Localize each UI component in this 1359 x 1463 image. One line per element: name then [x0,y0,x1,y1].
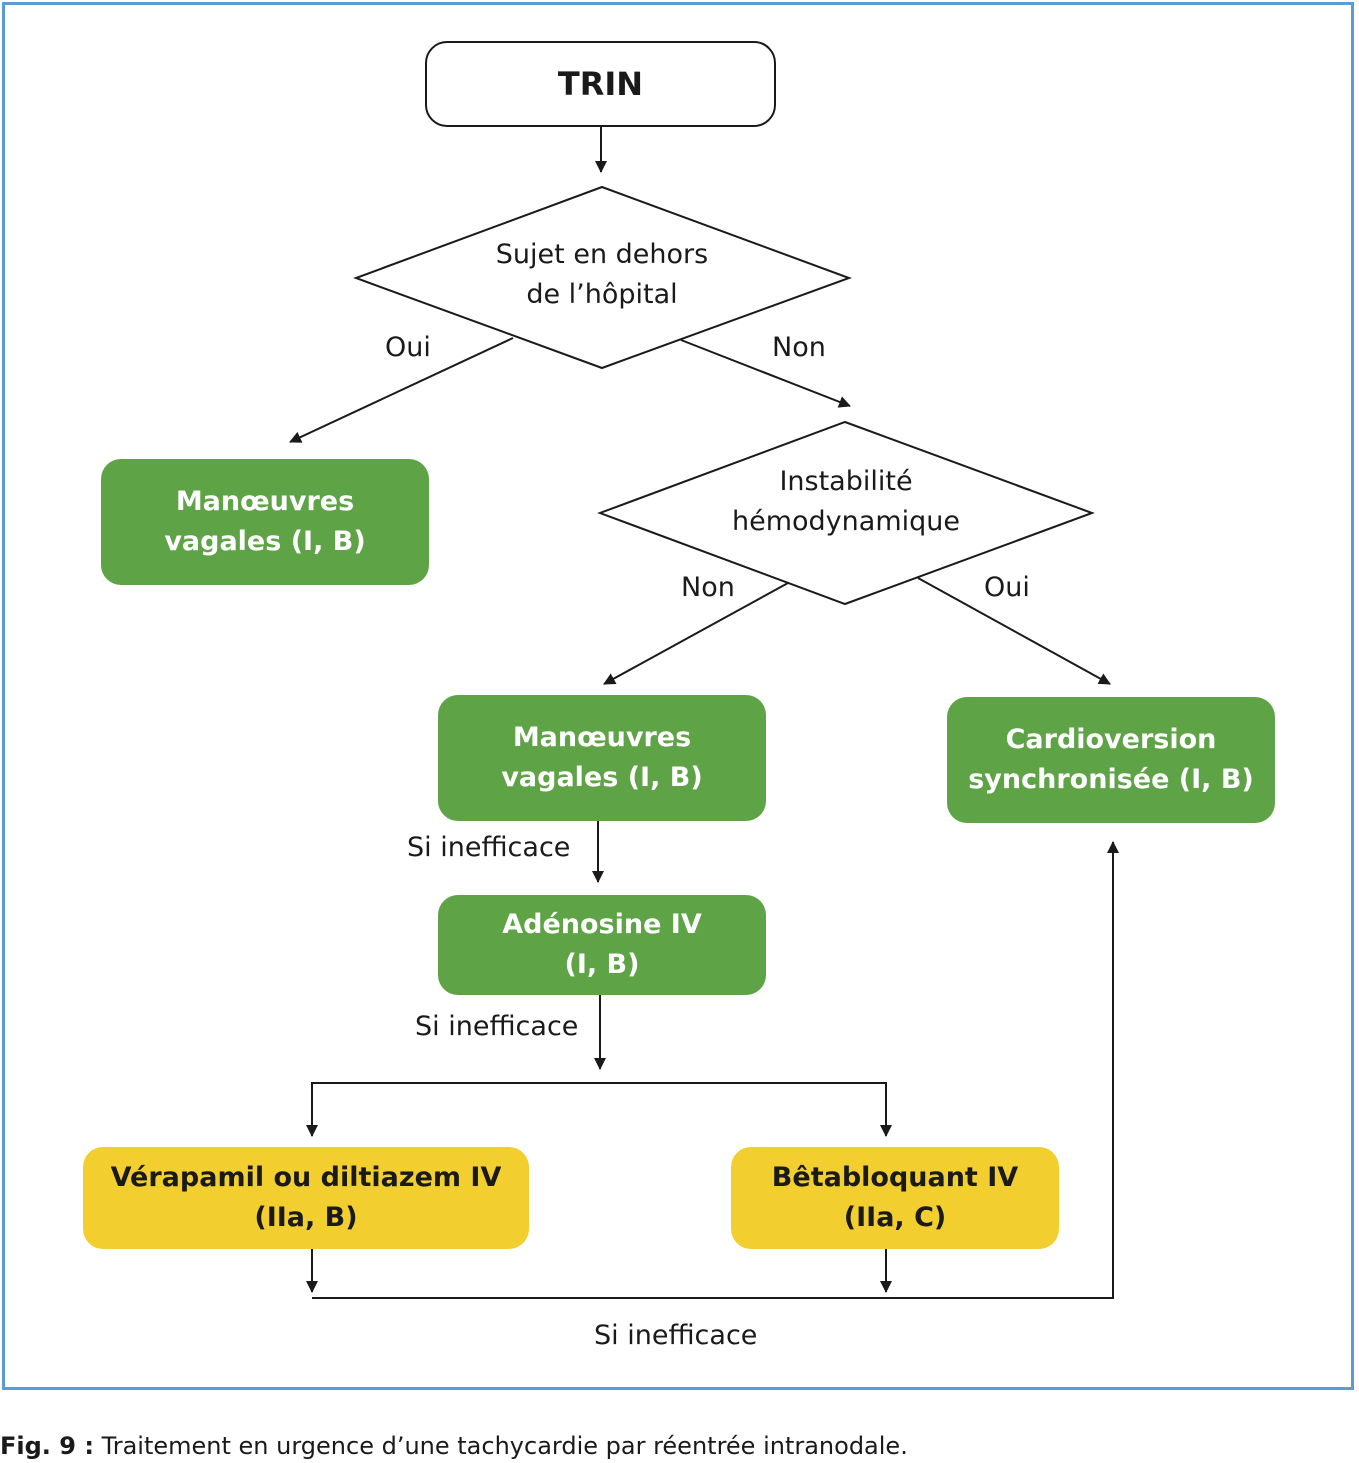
decision2-line1: Instabilité [779,466,913,497]
box-cardioversion-line1: Cardioversion [1005,724,1217,755]
start-node-trin: TRIN [425,41,776,127]
box-vagal-outside-line1: Manœuvres [175,486,355,517]
box-adenosine-line2: (I, B) [564,949,640,980]
box-adenosine-line1: Adénosine IV [502,909,702,940]
box-vagal-hospital-line2: vagales (I, B) [501,762,703,793]
decision2-diamond [597,420,1095,606]
box-cardioversion: Cardioversion synchronisée (I, B) [947,697,1275,823]
figure-caption: Fig. 9 : Traitement en urgence d’une tac… [0,1432,908,1460]
decision2-no-label: Non [681,572,735,603]
decision1-line1: Sujet en dehors [495,239,709,270]
if-ineffective-label-2: Si inefficace [415,1011,579,1042]
arrow-decision1-no [680,339,851,408]
box-verapamil-line2: (IIa, B) [254,1202,358,1233]
decision2-line2: hémodynamique [732,506,960,537]
box-cardioversion-line2: synchronisée (I, B) [968,764,1254,795]
split-line [311,1082,887,1136]
box-verapamil-line1: Vérapamil ou diltiazem IV [110,1162,502,1193]
box-betablocker-line2: (IIa, C) [843,1202,947,1233]
decision1-diamond [353,185,852,370]
box-vagal-hospital-line1: Manœuvres [512,722,692,753]
if-ineffective-label-1: Si inefficace [407,832,571,863]
start-label: TRIN [557,65,644,103]
box-vagal-manoeuvres-outside: Manœuvres vagales (I, B) [101,459,429,585]
arrow-decision1-yes [289,337,514,443]
box-verapamil: Vérapamil ou diltiazem IV (IIa, B) [83,1147,529,1249]
decision2-yes-label: Oui [984,572,1030,603]
box-vagal-outside-line2: vagales (I, B) [164,526,366,557]
caption-text: Traitement en urgence d’une tachycardie … [101,1432,908,1460]
box-adenosine: Adénosine IV (I, B) [438,895,766,995]
arrow-decision2-yes [917,577,1111,685]
box-betablocker: Bêtabloquant IV (IIa, C) [731,1147,1059,1249]
decision1-text: Sujet en dehors de l’hôpital [452,235,752,315]
decision1-line2: de l’hôpital [526,279,678,310]
if-ineffective-label-3: Si inefficace [594,1320,758,1351]
decision2-text: Instabilité hémodynamique [696,462,996,542]
decision1-no-label: Non [772,332,826,363]
box-vagal-manoeuvres-hospital: Manœuvres vagales (I, B) [438,695,766,821]
caption-prefix: Fig. 9 : [0,1432,94,1460]
figure-frame [2,2,1354,1390]
box-betablocker-line1: Bêtabloquant IV [771,1162,1019,1193]
decision1-yes-label: Oui [385,332,431,363]
arrow-decision2-no [603,582,789,685]
merge-line-to-cardioversion [312,841,1119,1299]
